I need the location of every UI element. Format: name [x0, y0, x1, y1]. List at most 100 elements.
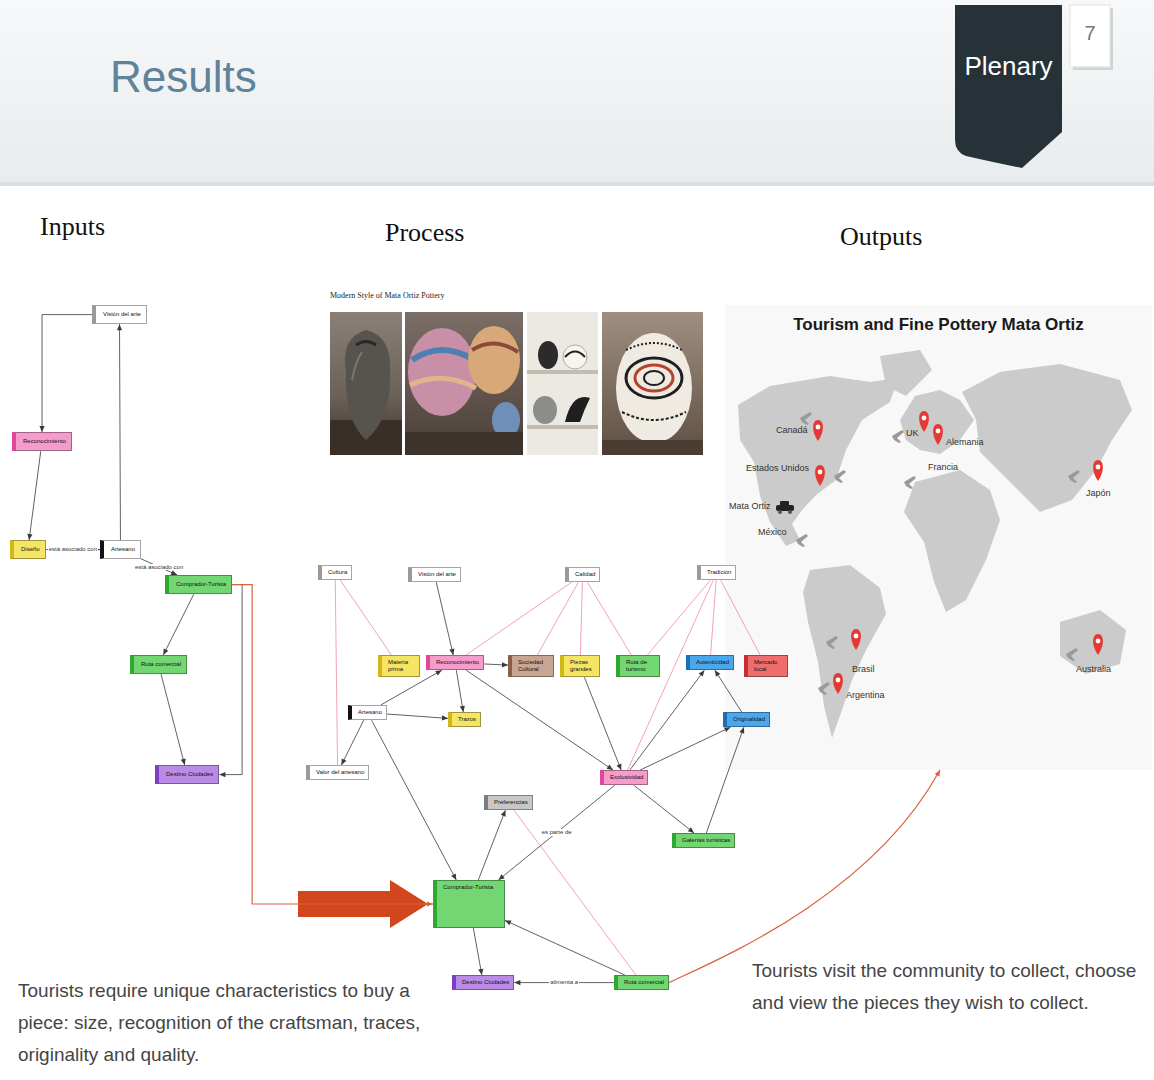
connector: [163, 594, 193, 655]
connector: [537, 582, 578, 655]
connector-line: [721, 580, 760, 655]
connector: [514, 980, 614, 985]
arrowhead: [715, 670, 720, 676]
connector: [584, 677, 621, 770]
concept-box: Visión del arte: [92, 305, 147, 324]
concept-box: Ruta comercial: [614, 975, 669, 990]
concept-box: Visión del arte: [408, 567, 461, 582]
connector-line: [335, 580, 337, 765]
connector: [514, 810, 636, 975]
connector: [466, 582, 572, 655]
node-text: Preferencias: [494, 799, 528, 806]
concept-box: Artesano: [348, 705, 387, 720]
header-shadow: [0, 182, 1154, 186]
connector: [715, 670, 742, 712]
node-text: Comprador-Turista: [176, 581, 226, 588]
connector: [505, 920, 625, 975]
page-number-box: [1070, 5, 1110, 67]
concept-box: Ruta de turismo: [616, 655, 660, 677]
connector-line: [587, 582, 631, 655]
node-text: Calidad: [575, 571, 595, 578]
section-tab: Plenary: [955, 52, 1062, 82]
connector: [219, 585, 242, 778]
world-map: [725, 305, 1152, 770]
concept-box: Ruta comercial: [130, 655, 187, 674]
arrowhead: [219, 772, 225, 777]
node-text: Reconocimiento: [23, 438, 66, 445]
connector: [473, 928, 483, 975]
connector: [478, 810, 505, 880]
connector-line: [669, 770, 940, 983]
place-name: Australia: [1076, 664, 1111, 674]
connector: [587, 582, 631, 655]
note-text: Tourists require unique characteristics …: [18, 975, 438, 1071]
node-text: Comprador-Turista: [443, 884, 500, 891]
arrowhead: [739, 727, 744, 734]
arrowhead: [435, 670, 441, 675]
node-text: Exclusividad: [610, 774, 643, 781]
concept-box: Reconocimiento: [426, 655, 484, 670]
column-heading: Inputs: [40, 212, 105, 242]
connector: [706, 727, 744, 833]
node-text: Visión del arte: [103, 311, 141, 318]
connector-line: [340, 580, 391, 655]
connector-line: [466, 582, 572, 655]
connector-line: [473, 928, 481, 975]
connector: [711, 580, 717, 655]
concept-box: Autenticidad: [686, 655, 734, 670]
arrowhead: [501, 810, 506, 817]
connector-line: [161, 674, 185, 765]
concept-box: Reconocimiento: [12, 432, 72, 451]
concept-box: Calidad: [565, 567, 600, 582]
photo-caption: Modern Style of Mata Ortiz Pottery: [330, 291, 444, 300]
node-text: Cultura: [328, 569, 347, 576]
concept-box: Mercado local: [744, 655, 788, 677]
connector-line: [436, 582, 453, 655]
node-text: Visión del arte: [418, 571, 456, 578]
connector: [647, 580, 710, 655]
plenary-tab: [955, 5, 1062, 168]
node-text: Destino Ciudades: [166, 771, 213, 778]
node-text: Valor del artesano: [316, 769, 364, 776]
node-text: Originalidad: [733, 716, 765, 723]
connector-line: [163, 594, 193, 655]
edge-label: alimenta a: [549, 979, 579, 986]
connector: [630, 670, 705, 770]
place-name: México: [758, 527, 787, 537]
connector-line: [372, 720, 457, 880]
place-name: Japón: [1086, 488, 1111, 498]
concept-box: Materia prima: [378, 655, 420, 677]
place-name: Argentina: [846, 690, 885, 700]
connector: [484, 662, 508, 667]
arrowhead: [514, 980, 520, 985]
node-text: Reconocimiento: [436, 659, 479, 666]
node-text: Artesano: [111, 546, 135, 553]
place-name: Francia: [928, 462, 958, 472]
note-text: Tourists visit the community to collect,…: [752, 955, 1144, 1019]
concept-box: Valor del artesano: [306, 765, 369, 780]
concept-box: Cultura: [318, 565, 352, 580]
connector-line: [640, 727, 730, 770]
connector: [387, 714, 448, 721]
arrowhead: [117, 324, 122, 330]
connector: [372, 720, 457, 880]
connector: [669, 770, 940, 983]
arrowhead: [699, 670, 705, 676]
node-text: Ruta comercial: [141, 661, 181, 668]
node-text: Destino Ciudades: [462, 979, 509, 986]
concept-box: Tradición: [697, 565, 736, 580]
connector: [466, 670, 613, 770]
pottery-photos: [330, 312, 703, 455]
place-name: Estados Unidos: [746, 463, 809, 473]
connector-line: [630, 670, 705, 770]
connector: [580, 582, 582, 655]
concept-box: Artesano: [100, 540, 141, 559]
connector: [340, 580, 391, 655]
connector-line: [42, 315, 92, 432]
concept-box: Diseño: [10, 540, 46, 559]
arrowhead: [935, 770, 940, 777]
node-text: Mercado local: [754, 659, 783, 673]
node-text: Piezas grandes: [570, 659, 595, 673]
map-title: Tourism and Fine Pottery Mata Ortiz: [725, 315, 1152, 335]
